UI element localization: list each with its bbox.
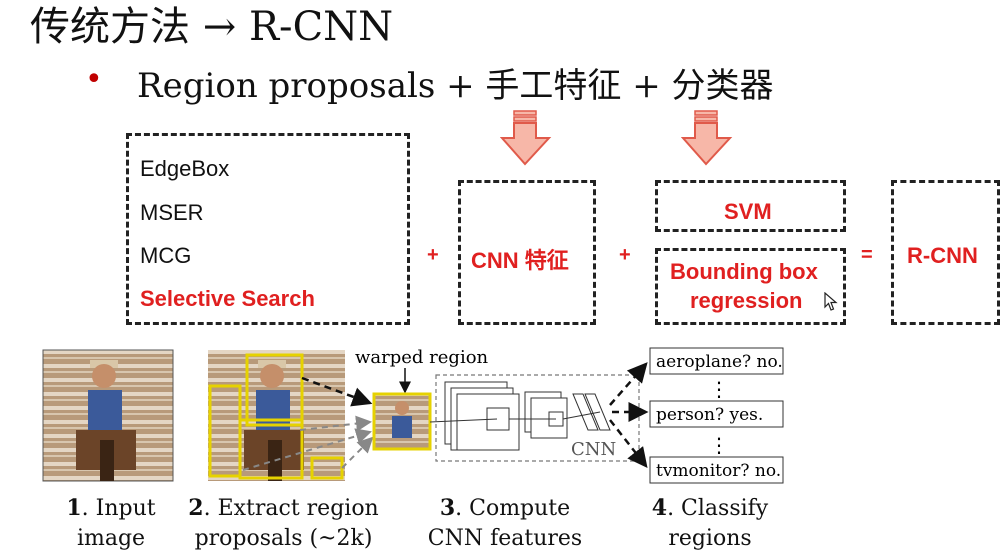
down-arrow-icon bbox=[500, 110, 552, 166]
cnn-feature-box bbox=[458, 180, 596, 325]
step-3-text-b: CNN features bbox=[427, 526, 583, 551]
step-1-number: 1 bbox=[66, 495, 82, 521]
input-image bbox=[42, 349, 174, 482]
ellipsis-1: ⋮ bbox=[709, 377, 729, 401]
plus-operator: + bbox=[619, 244, 631, 266]
bbox-label-line2: regression bbox=[690, 288, 803, 313]
step-3-text-a: . Compute bbox=[455, 496, 571, 521]
region-proposals-image bbox=[208, 350, 345, 481]
svm-box bbox=[655, 180, 846, 232]
step-3-caption: 3. Compute CNN features bbox=[420, 493, 590, 554]
proposal-edgebox: EdgeBox bbox=[140, 156, 230, 181]
step-1-text-a: . Input bbox=[81, 496, 156, 521]
cursor-icon bbox=[824, 292, 838, 311]
bullet-text: Region proposals + 手工特征 + 分类器 bbox=[137, 66, 774, 106]
step-4-caption: 4. Classify regions bbox=[635, 493, 785, 554]
bbox-regression-box bbox=[655, 248, 846, 325]
rcnn-result-label: R-CNN bbox=[907, 243, 978, 268]
class-query-person-text: person? yes. bbox=[656, 405, 763, 425]
class-query-tvmonitor-text: tvmonitor? no. bbox=[656, 461, 781, 481]
warped-region-image bbox=[372, 392, 432, 451]
step-3-number: 3 bbox=[439, 495, 456, 521]
plus-operator: + bbox=[427, 244, 439, 266]
class-query-tvmonitor: tvmonitor? no. bbox=[649, 456, 784, 484]
cnn-feature-label: CNN 特征 bbox=[471, 248, 569, 273]
cnn-network: CNN bbox=[429, 374, 640, 462]
class-query-person: person? yes. bbox=[649, 400, 784, 428]
region-proposals-box bbox=[126, 133, 410, 325]
step-4-text-b: regions bbox=[668, 526, 752, 551]
equals-operator: = bbox=[861, 244, 873, 266]
proposal-selective-search: Selective Search bbox=[140, 286, 315, 311]
class-query-aeroplane-text: aeroplane? no. bbox=[656, 352, 783, 372]
step-1-caption: 1. Input image bbox=[46, 493, 176, 554]
down-arrow-icon bbox=[681, 110, 733, 166]
bbox-label-line1: Bounding box bbox=[670, 259, 818, 284]
warped-region-label: warped region bbox=[355, 347, 489, 368]
class-query-aeroplane: aeroplane? no. bbox=[649, 347, 784, 375]
bullet-marker: • bbox=[85, 62, 103, 97]
ellipsis-2: ⋮ bbox=[709, 433, 729, 457]
step-4-number: 4 bbox=[651, 495, 668, 521]
svm-label: SVM bbox=[724, 199, 772, 224]
step-2-text-b: proposals (~2k) bbox=[194, 526, 373, 551]
step-2-caption: 2. Extract region proposals (~2k) bbox=[186, 493, 381, 554]
proposal-mser: MSER bbox=[140, 200, 204, 225]
step-2-text-a: . Extract region bbox=[203, 496, 379, 521]
proposal-mcg: MCG bbox=[140, 243, 192, 268]
step-2-number: 2 bbox=[188, 495, 204, 521]
rcnn-result-box bbox=[891, 180, 1000, 325]
slide-title: 传统方法 → R-CNN bbox=[30, 4, 394, 50]
cnn-label: CNN bbox=[571, 439, 616, 460]
step-1-text-b: image bbox=[76, 526, 146, 551]
step-4-text-a: . Classify bbox=[667, 496, 769, 521]
